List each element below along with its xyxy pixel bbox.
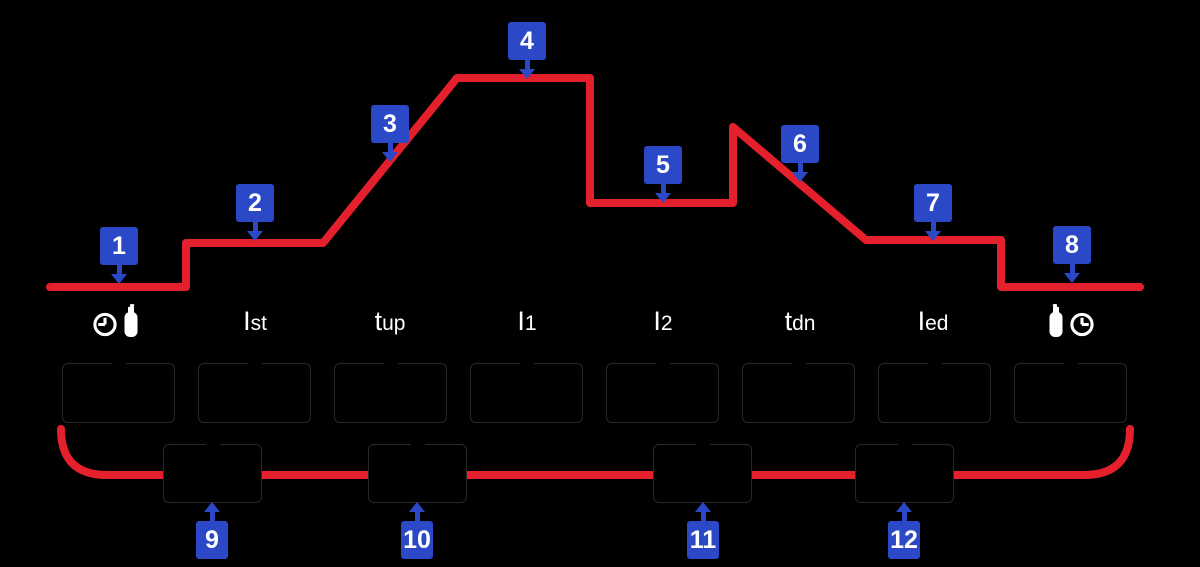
box-notch — [519, 361, 534, 366]
parameter-box-5[interactable] — [606, 361, 719, 423]
phase-label-Ist: Ist — [243, 306, 267, 339]
step-marker-6: 6 — [781, 125, 819, 182]
step-number: 8 — [1053, 226, 1091, 264]
parameter-box-4[interactable] — [470, 361, 583, 423]
arrow-up-icon — [896, 502, 912, 512]
step-number: 6 — [781, 125, 819, 163]
step-marker-12: 12 — [888, 502, 920, 559]
phase-gas-postflow — [1046, 303, 1095, 337]
sequence-box-12[interactable] — [855, 442, 954, 503]
time-clock-icon — [1070, 312, 1094, 337]
phase-main: t — [784, 306, 793, 336]
step-marker-8: 8 — [1053, 226, 1091, 283]
arrow-down-icon — [116, 265, 122, 274]
phase-main: I — [243, 306, 251, 336]
arrow-up-icon — [209, 512, 215, 521]
box-notch — [247, 361, 262, 366]
step-number: 4 — [508, 22, 546, 60]
phase-label-I1: I1 — [517, 306, 536, 339]
arrow-down-icon — [792, 172, 808, 182]
phase-suffix: 2 — [660, 312, 673, 335]
arrow-down-icon — [247, 231, 263, 241]
box-notch — [205, 442, 220, 447]
phase-suffix: st — [250, 312, 267, 335]
step-marker-1: 1 — [100, 227, 138, 284]
current-profile-line — [46, 74, 1144, 291]
parameter-box-1[interactable] — [62, 361, 175, 423]
step-number: 12 — [888, 521, 920, 559]
arrow-down-icon — [797, 163, 803, 172]
phase-suffix: up — [382, 312, 406, 335]
box-notch — [695, 442, 710, 447]
arrow-up-icon — [414, 512, 420, 521]
sequence-box-10[interactable] — [368, 442, 467, 503]
sequence-box-11[interactable] — [653, 442, 752, 503]
box-notch — [897, 442, 912, 447]
phase-main: I — [653, 306, 661, 336]
gas-bottle-icon — [1049, 304, 1063, 337]
arrow-down-icon — [1069, 264, 1075, 273]
step-marker-4: 4 — [508, 22, 546, 79]
step-number: 3 — [371, 105, 409, 143]
phase-main: I — [517, 306, 525, 336]
arrow-down-icon — [930, 222, 936, 231]
box-notch — [927, 361, 942, 366]
arrow-down-icon — [111, 274, 127, 284]
step-marker-2: 2 — [236, 184, 274, 241]
phase-label-tdn: tdn — [785, 306, 816, 339]
step-number: 2 — [236, 184, 274, 222]
arrow-down-icon — [660, 184, 666, 193]
parameter-box-6[interactable] — [742, 361, 855, 423]
phase-label-I2: I2 — [653, 306, 672, 339]
phase-label-Ied: Ied — [918, 306, 949, 339]
step-number: 5 — [644, 146, 682, 184]
arrow-up-icon — [204, 502, 220, 512]
phase-label-tup: tup — [375, 306, 406, 339]
box-notch — [111, 361, 126, 366]
parameter-box-2[interactable] — [198, 361, 311, 423]
phase-suffix: 1 — [524, 312, 537, 335]
box-notch — [1063, 361, 1078, 366]
box-notch — [791, 361, 806, 366]
step-marker-3: 3 — [371, 105, 409, 162]
step-number: 9 — [196, 521, 228, 559]
step-number: 11 — [687, 521, 719, 559]
arrow-up-icon — [409, 502, 425, 512]
sequence-box-9[interactable] — [163, 442, 262, 503]
step-marker-11: 11 — [687, 502, 719, 559]
sequence-flow-line — [57, 425, 1134, 479]
time-clock-icon — [93, 312, 117, 337]
arrow-down-icon — [387, 143, 393, 152]
arrow-down-icon — [524, 60, 530, 69]
arrow-down-icon — [655, 193, 671, 203]
step-number: 7 — [914, 184, 952, 222]
box-notch — [410, 442, 425, 447]
box-notch — [655, 361, 670, 366]
parameter-box-8[interactable] — [1014, 361, 1127, 423]
step-marker-9: 9 — [196, 502, 228, 559]
arrow-down-icon — [252, 222, 258, 231]
phase-gas-preflow — [93, 303, 142, 337]
gas-bottle-icon — [124, 304, 138, 337]
arrow-down-icon — [1064, 273, 1080, 283]
step-marker-10: 10 — [401, 502, 433, 559]
step-marker-7: 7 — [914, 184, 952, 241]
parameter-box-3[interactable] — [334, 361, 447, 423]
phase-main: t — [374, 306, 383, 336]
phase-main: I — [917, 306, 926, 336]
arrow-down-icon — [519, 69, 535, 79]
step-number: 10 — [401, 521, 433, 559]
parameter-box-7[interactable] — [878, 361, 991, 423]
arrow-up-icon — [695, 502, 711, 512]
arrow-up-icon — [901, 512, 907, 521]
step-number: 1 — [100, 227, 138, 265]
arrow-up-icon — [700, 512, 706, 521]
box-notch — [383, 361, 398, 366]
step-marker-5: 5 — [644, 146, 682, 203]
arrow-down-icon — [382, 152, 398, 162]
arrow-down-icon — [925, 231, 941, 241]
phase-suffix: dn — [792, 312, 816, 335]
phase-suffix: ed — [925, 312, 949, 335]
